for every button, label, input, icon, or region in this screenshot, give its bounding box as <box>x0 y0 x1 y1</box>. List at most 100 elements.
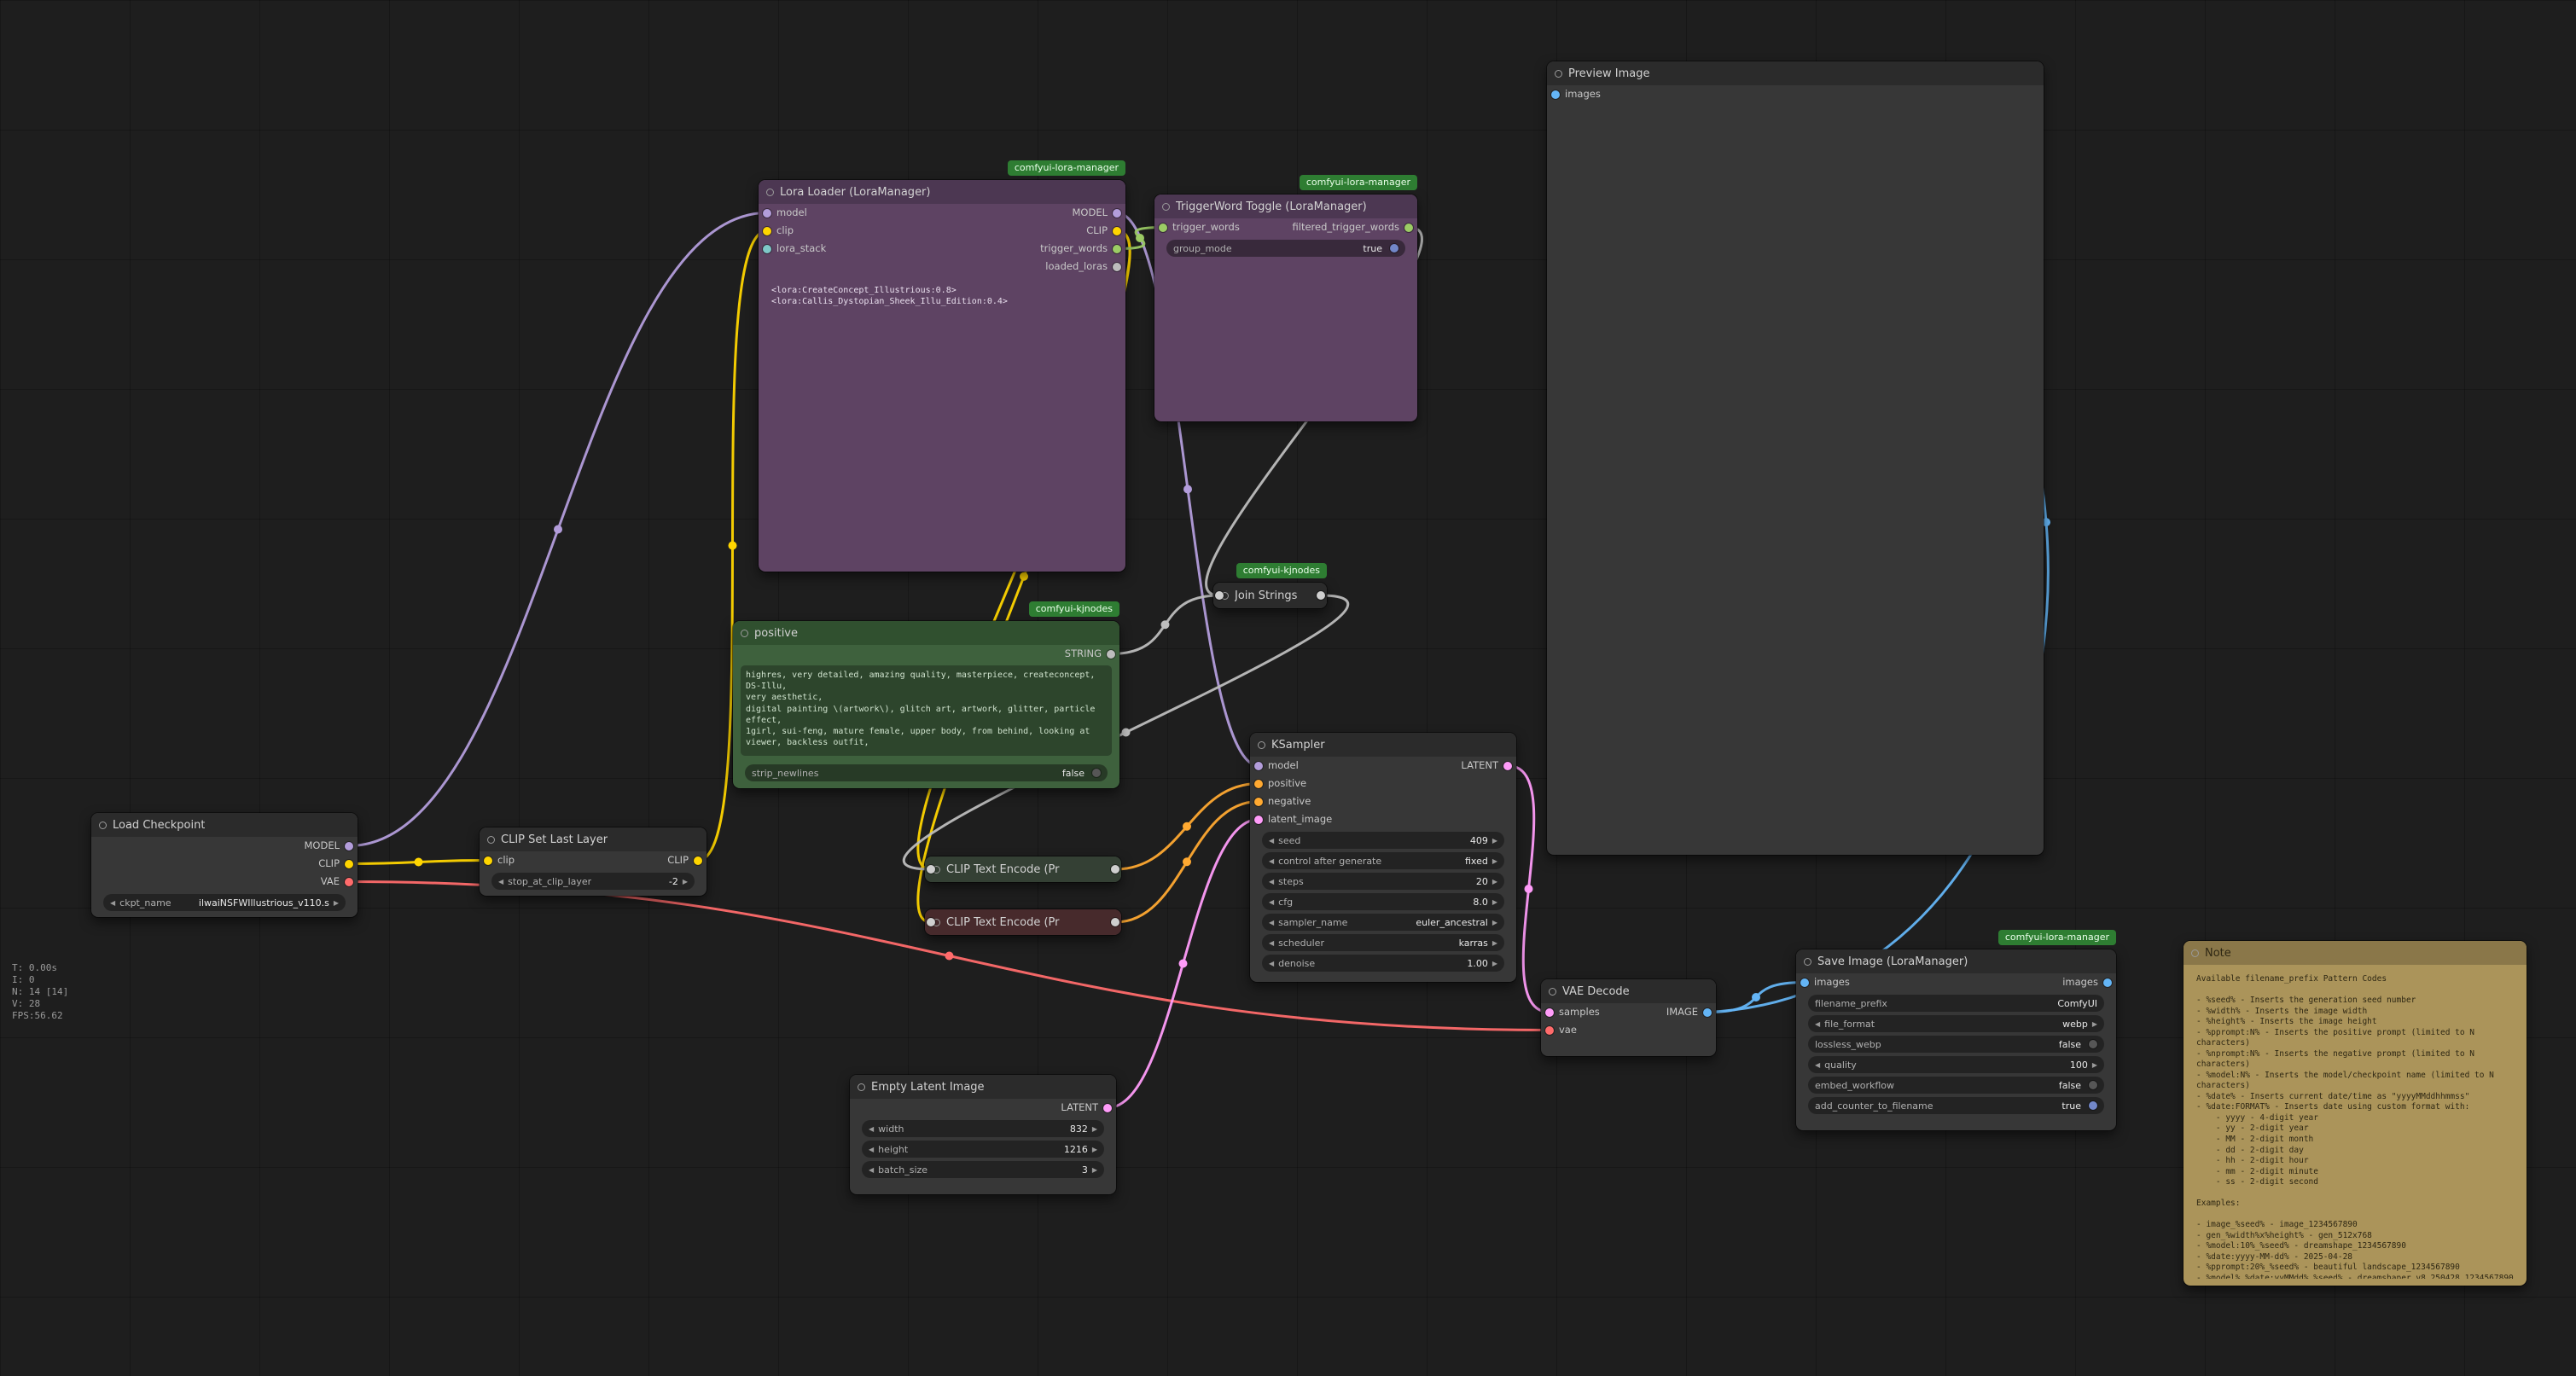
node-lora_loader[interactable]: Lora Loader (LoraManager)comfyui-lora-ma… <box>759 160 1125 572</box>
collapse-toggle-icon[interactable] <box>1162 202 1170 211</box>
output-port-LATENT[interactable] <box>1503 761 1512 770</box>
node-title-bar[interactable]: Load Checkpoint <box>91 813 358 837</box>
lora-syntax-text[interactable]: <lora:CreateConcept_Illustrious:0.8> <lo… <box>771 286 1008 307</box>
decrement-arrow-icon[interactable]: ◀ <box>869 1124 875 1133</box>
collapse-toggle-icon[interactable] <box>1804 957 1811 966</box>
input-port-latent_image[interactable] <box>1254 815 1263 824</box>
node-title-bar[interactable]: Lora Loader (LoraManager) <box>759 180 1125 204</box>
node-save_image[interactable]: Save Image (LoraManager)comfyui-lora-man… <box>1796 930 2116 1130</box>
decrement-arrow-icon[interactable]: ◀ <box>1269 836 1275 845</box>
input-port-clip[interactable] <box>763 226 771 235</box>
output-port-out[interactable] <box>1111 865 1119 874</box>
widget-stop_at_clip_layer[interactable]: ◀stop_at_clip_layer-2▶ <box>491 873 695 890</box>
node-title-bar[interactable]: CLIP Text Encode (Pr <box>925 909 1121 935</box>
node-title-bar[interactable]: Join Strings <box>1213 583 1327 608</box>
toggle-indicator-icon[interactable] <box>1092 769 1101 777</box>
input-port-images[interactable] <box>1551 90 1560 99</box>
increment-arrow-icon[interactable]: ▶ <box>1492 836 1497 845</box>
decrement-arrow-icon[interactable]: ◀ <box>110 898 116 907</box>
node-title-bar[interactable]: Preview Image <box>1547 61 2044 85</box>
increment-arrow-icon[interactable]: ▶ <box>1091 1124 1097 1133</box>
increment-arrow-icon[interactable]: ▶ <box>1492 877 1497 885</box>
increment-arrow-icon[interactable]: ▶ <box>333 898 339 907</box>
input-port-clip[interactable] <box>484 856 492 865</box>
input-port-positive[interactable] <box>1254 779 1263 788</box>
collapse-toggle-icon[interactable] <box>858 1083 865 1091</box>
output-port-MODEL[interactable] <box>345 841 353 851</box>
input-port-trigger_words[interactable] <box>1159 223 1167 232</box>
decrement-arrow-icon[interactable]: ◀ <box>1269 877 1275 885</box>
increment-arrow-icon[interactable]: ▶ <box>1091 1145 1097 1153</box>
output-port-out[interactable] <box>1111 918 1119 926</box>
decrement-arrow-icon[interactable]: ◀ <box>1815 1060 1821 1069</box>
output-port-MODEL[interactable] <box>1113 208 1121 218</box>
output-port-CLIP[interactable] <box>1113 226 1121 235</box>
output-port-VAE[interactable] <box>345 877 353 886</box>
output-port-trigger_words[interactable] <box>1113 244 1121 253</box>
input-port-samples[interactable] <box>1545 1007 1554 1017</box>
increment-arrow-icon[interactable]: ▶ <box>2091 1019 2097 1028</box>
output-port-CLIP[interactable] <box>694 856 702 865</box>
collapse-toggle-icon[interactable] <box>99 821 107 829</box>
input-port-vae[interactable] <box>1545 1025 1554 1035</box>
decrement-arrow-icon[interactable]: ◀ <box>869 1145 875 1153</box>
toggle-indicator-icon[interactable] <box>1390 244 1398 253</box>
collapse-toggle-icon[interactable] <box>741 629 748 637</box>
input-port-negative[interactable] <box>1254 797 1263 806</box>
toggle-indicator-icon[interactable] <box>2089 1101 2097 1110</box>
output-port-filtered_trigger_words[interactable] <box>1404 223 1413 232</box>
collapse-toggle-icon[interactable] <box>1549 987 1556 996</box>
node-title-bar[interactable]: CLIP Text Encode (Pr <box>925 856 1121 882</box>
collapse-toggle-icon[interactable] <box>1258 740 1265 749</box>
input-port-strings[interactable] <box>1215 591 1224 600</box>
decrement-arrow-icon[interactable]: ◀ <box>1269 918 1275 926</box>
output-port-IMAGE[interactable] <box>1703 1007 1712 1017</box>
collapse-toggle-icon[interactable] <box>2191 949 2199 957</box>
input-port-lora_stack[interactable] <box>763 244 771 253</box>
decrement-arrow-icon[interactable]: ◀ <box>1269 856 1275 865</box>
decrement-arrow-icon[interactable]: ◀ <box>498 877 504 885</box>
node-clip_text_encode_pos[interactable]: CLIP Text Encode (Pr <box>925 856 1121 882</box>
increment-arrow-icon[interactable]: ▶ <box>1091 1165 1097 1174</box>
increment-arrow-icon[interactable]: ▶ <box>1492 856 1497 865</box>
toggle-indicator-icon[interactable] <box>2089 1040 2097 1048</box>
node-title-bar[interactable]: Save Image (LoraManager) <box>1796 949 2116 973</box>
output-port-STRING[interactable] <box>1107 649 1115 659</box>
node-title-bar[interactable]: Note <box>2183 941 2527 965</box>
input-port-model[interactable] <box>1254 761 1263 770</box>
input-port-model[interactable] <box>763 208 771 218</box>
collapse-toggle-icon[interactable] <box>1555 69 1562 78</box>
input-port-in[interactable] <box>927 865 935 874</box>
widget-value[interactable]: ComfyUI <box>2057 997 2097 1009</box>
output-port-LATENT[interactable] <box>1103 1103 1112 1112</box>
output-port-string[interactable] <box>1317 591 1325 600</box>
decrement-arrow-icon[interactable]: ◀ <box>1269 938 1275 947</box>
increment-arrow-icon[interactable]: ▶ <box>682 877 688 885</box>
increment-arrow-icon[interactable]: ▶ <box>2091 1060 2097 1069</box>
node-title-bar[interactable]: KSampler <box>1250 733 1516 757</box>
